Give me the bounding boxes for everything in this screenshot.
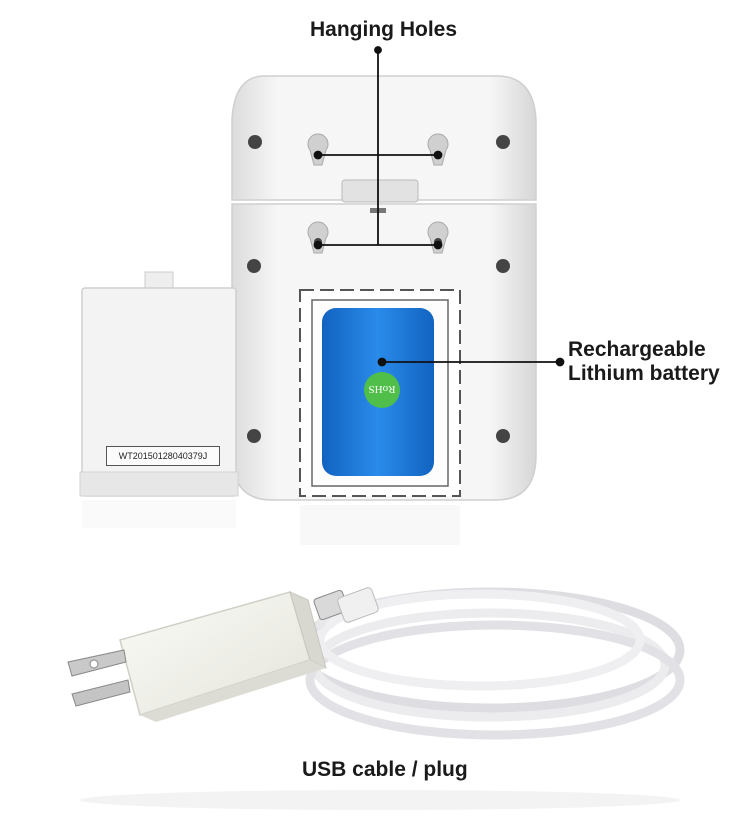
serial-number-label: WT20150128040379J [106,446,220,466]
plug-prong-bottom [71,679,131,707]
battery-cover [79,271,239,528]
rohs-mark: RoHS [369,383,396,395]
micro-usb-connector [313,587,379,623]
pointer-hanging-holes [313,46,443,250]
usb-wall-plug [67,591,327,722]
hanging-holes-label: Hanging Holes [310,18,458,41]
latch-clip [341,179,419,203]
battery-label: Rechargeable Lithium battery [568,338,720,386]
lithium-battery: RoHS [322,308,434,476]
rohs-badge [364,372,400,408]
device-top-section [231,75,537,203]
battery-label-line1: Rechargeable [568,338,706,361]
usb-cable-label: USB cable / plug [302,758,468,781]
pointer-battery [377,357,565,367]
battery-label-line2: Lithium battery [568,362,720,385]
